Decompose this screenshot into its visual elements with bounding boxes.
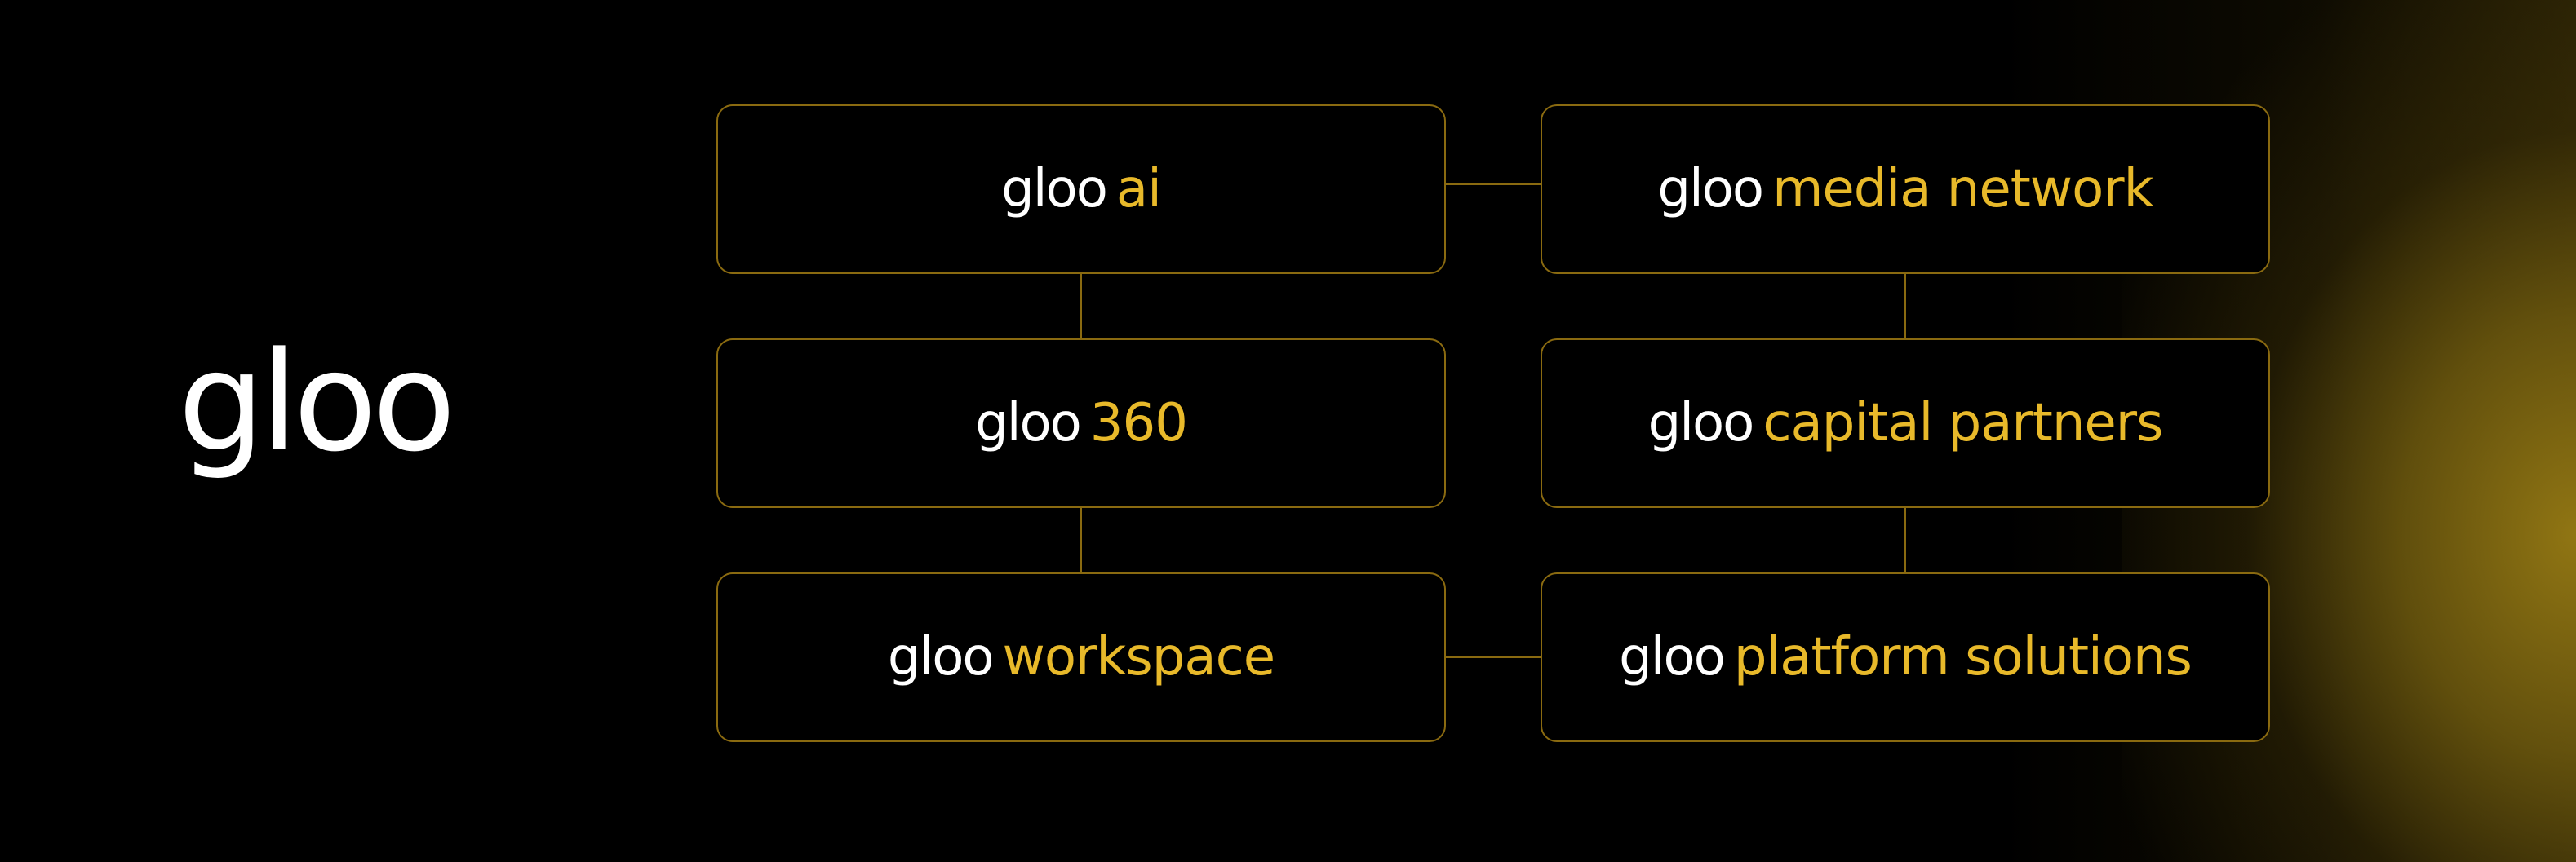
brand-logo: gloo (178, 322, 456, 482)
node-product-name: workspace (1002, 627, 1276, 687)
node-gloo-workspace: gloo workspace (716, 572, 1446, 742)
node-brand-prefix: gloo (1657, 159, 1764, 219)
node-product-name: platform solutions (1733, 627, 2192, 687)
node-product-name: 360 (1089, 393, 1188, 453)
node-product-name: media network (1772, 159, 2154, 219)
node-gloo-platform-solutions: gloo platform solutions (1541, 572, 2270, 742)
node-brand-prefix: gloo (975, 393, 1082, 453)
node-brand-prefix: gloo (1001, 159, 1108, 219)
node-gloo-360: gloo 360 (716, 338, 1446, 508)
node-brand-prefix: gloo (887, 627, 995, 687)
node-product-name: ai (1115, 159, 1162, 219)
node-brand-prefix: gloo (1619, 627, 1726, 687)
node-gloo-capital-partners: gloo capital partners (1541, 338, 2270, 508)
node-gloo-media-network: gloo media network (1541, 104, 2270, 274)
node-product-name: capital partners (1762, 393, 2163, 453)
node-gloo-ai: gloo ai (716, 104, 1446, 274)
node-brand-prefix: gloo (1647, 393, 1755, 453)
